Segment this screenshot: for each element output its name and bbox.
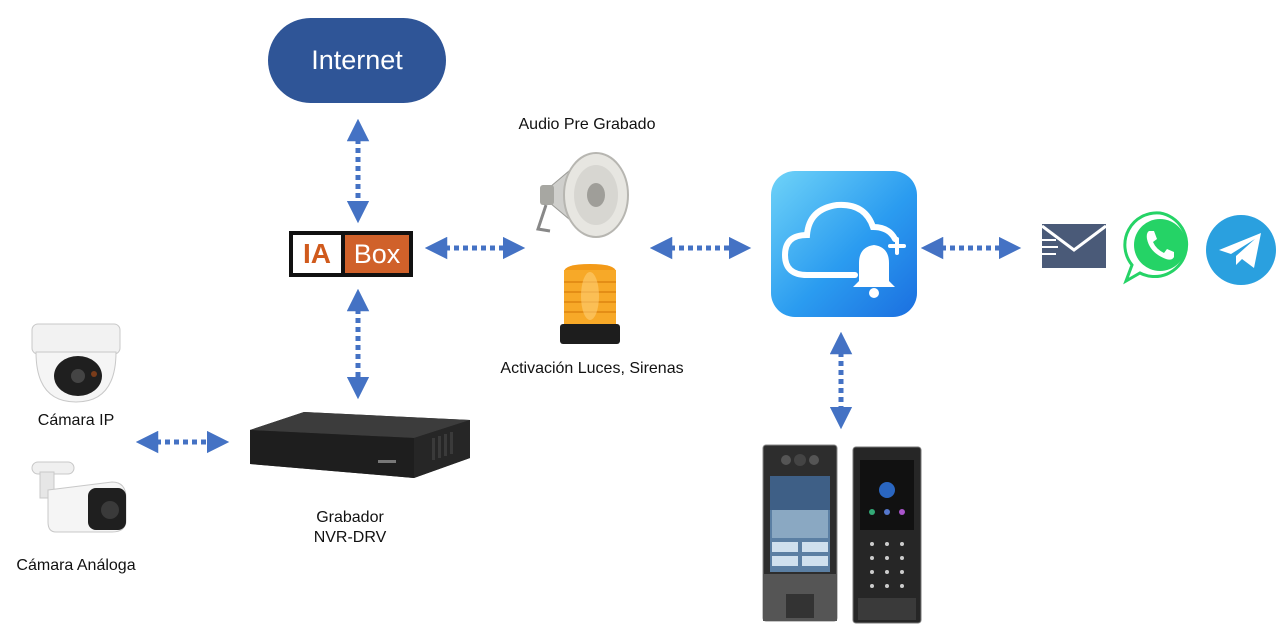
- recorder-label: Grabador NVR-DRV: [290, 508, 410, 548]
- intercom-touchscreen-icon: [762, 444, 838, 622]
- cloud-notification-app-icon: [771, 171, 917, 317]
- whatsapp-icon: [1123, 211, 1189, 285]
- internet-node: Internet: [268, 18, 446, 103]
- recorder-label-line1: Grabador: [316, 509, 384, 526]
- iabox-logo: IA Box: [289, 231, 413, 277]
- telegram-icon: [1206, 215, 1276, 285]
- recorder-label-line2: NVR-DRV: [313, 529, 387, 546]
- cloud-bell-icon: [781, 201, 906, 298]
- iabox-logo-box: Box: [345, 235, 409, 273]
- camera-ip-label: Cámara IP: [37, 412, 115, 429]
- lights-label: Activación Luces, Sirenas: [500, 360, 684, 377]
- intercom-keypad-icon: [852, 446, 922, 624]
- dome-camera-icon: [31, 323, 121, 403]
- internet-label: Internet: [311, 45, 403, 75]
- beacon-light-icon: [560, 264, 620, 344]
- audio-label: Audio Pre Grabado: [518, 116, 656, 133]
- iabox-logo-ia: IA: [293, 235, 341, 273]
- email-icon: [1036, 224, 1107, 268]
- nvr-recorder-icon: [250, 412, 470, 478]
- camera-analog-label: Cámara Análoga: [16, 557, 136, 574]
- horn-speaker-icon: [536, 152, 629, 238]
- bullet-camera-icon: [31, 461, 127, 533]
